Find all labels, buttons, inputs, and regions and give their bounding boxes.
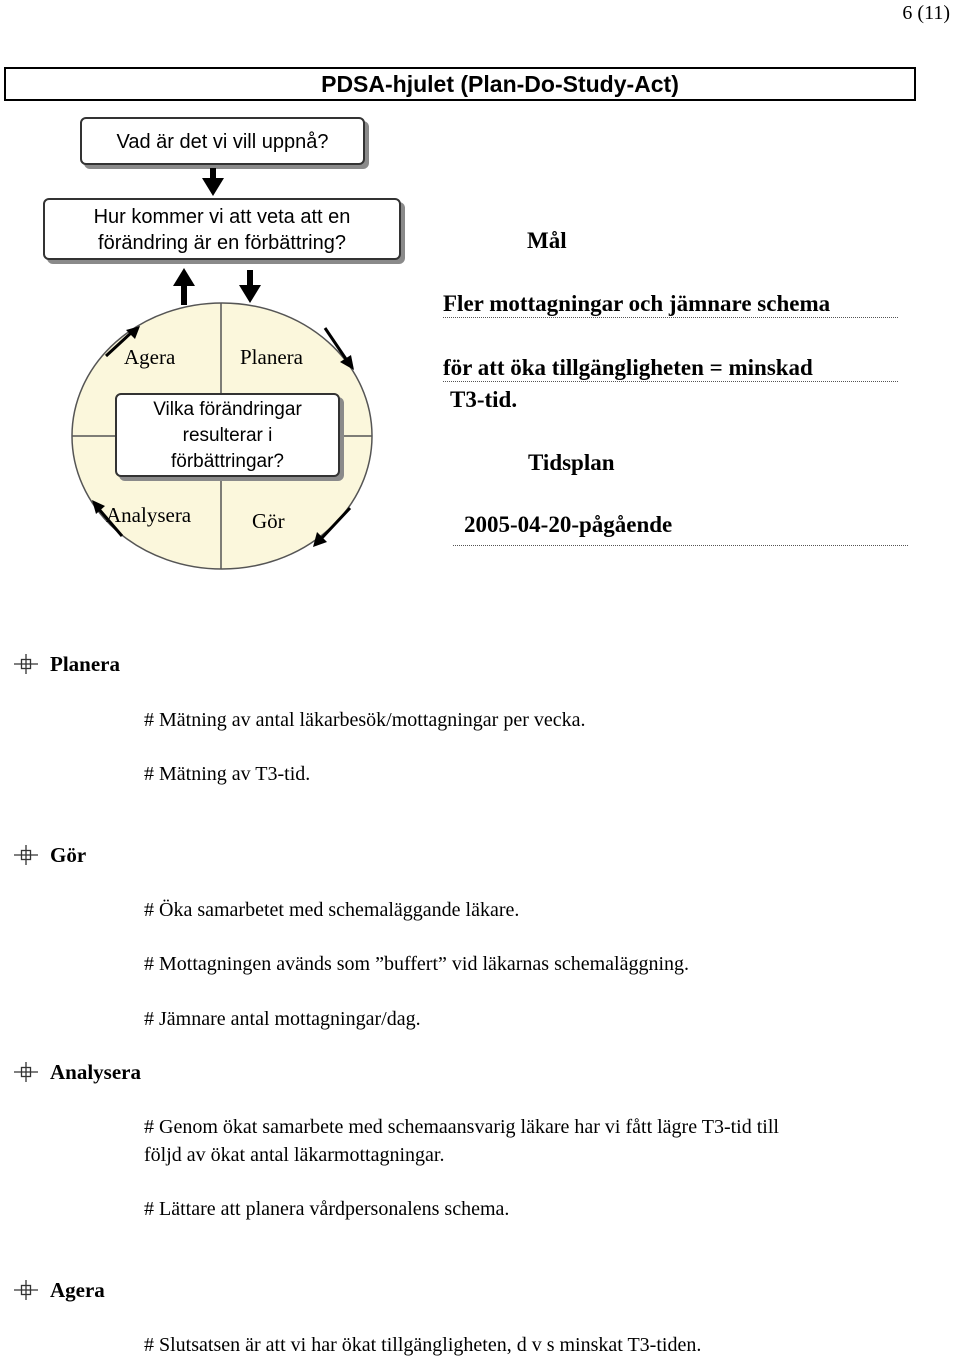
wheel-label-analysera: Analysera bbox=[106, 503, 192, 527]
question-changes-line3: förbättringar? bbox=[170, 451, 284, 472]
question-box-measure: Hur kommer vi att veta att en förändring… bbox=[43, 198, 401, 260]
section-heading-planera: Planera bbox=[50, 652, 120, 676]
page-title: PDSA-hjulet (Plan-Do-Study-Act) bbox=[321, 71, 679, 97]
compass-bullet-icon bbox=[14, 1062, 38, 1082]
goal-line-1: Fler mottagningar och jämnare schema bbox=[443, 291, 898, 318]
arrow-up-shaft bbox=[181, 285, 187, 305]
section-heading-agera: Agera bbox=[50, 1278, 105, 1302]
question-changes-line1: Vilka förändringar bbox=[153, 399, 302, 420]
arrow-up-icon bbox=[173, 268, 195, 286]
wheel-label-gor: Gör bbox=[252, 509, 285, 533]
cycle-arrow-icon bbox=[323, 327, 354, 370]
compass-bullet-icon bbox=[14, 1280, 38, 1300]
section-heading-gor: Gör bbox=[50, 843, 87, 867]
section-heading-analysera: Analysera bbox=[50, 1060, 141, 1084]
title-box: PDSA-hjulet (Plan-Do-Study-Act) bbox=[4, 67, 916, 101]
arrow-down-shaft-2 bbox=[247, 270, 253, 286]
arrow-down-icon bbox=[202, 178, 224, 196]
arrow-down-shaft-1 bbox=[210, 168, 216, 180]
cycle-arrow-icon bbox=[313, 506, 352, 547]
page-number: 6 (11) bbox=[902, 2, 950, 24]
planera-item-2: # Mätning av T3-tid. bbox=[144, 763, 311, 785]
goal-line-2: för att öka tillgängligheten = minskad bbox=[443, 355, 898, 382]
gor-item-1: # Öka samarbetet med schemaläggande läka… bbox=[144, 899, 520, 921]
question-goal-text: Vad är det vi vill uppnå? bbox=[116, 131, 329, 153]
schedule-dotted-line bbox=[453, 545, 908, 546]
question-measure-line1: Hur kommer vi att veta att en bbox=[93, 206, 351, 228]
gor-item-2: # Mottagningen avänds som ”buffert” vid … bbox=[144, 953, 690, 975]
question-changes-line2: resulterar i bbox=[182, 425, 273, 446]
cycle-arrow-icon bbox=[104, 326, 140, 358]
arrow-down-icon bbox=[239, 285, 261, 303]
analysera-item-1-line-2: följd av ökat antal läkarmottagningar. bbox=[144, 1144, 445, 1166]
schedule-value: 2005-04-20-pågående bbox=[464, 512, 673, 537]
wheel-label-agera: Agera bbox=[124, 345, 176, 369]
gor-item-3: # Jämnare antal mottagningar/dag. bbox=[144, 1008, 421, 1030]
compass-bullet-icon bbox=[14, 845, 38, 865]
planera-item-1: # Mätning av antal läkarbesök/mottagning… bbox=[144, 709, 586, 731]
wheel-label-planera: Planera bbox=[240, 345, 303, 369]
agera-item: # Slutsatsen är att vi har ökat tillgäng… bbox=[144, 1334, 702, 1356]
question-box-changes: Vilka förändringar resulterar i förbättr… bbox=[115, 393, 340, 477]
compass-bullet-icon bbox=[14, 654, 38, 674]
goal-line-3: T3-tid. bbox=[450, 387, 518, 412]
analysera-item-1-line-1: # Genom ökat samarbete med schemaansvari… bbox=[144, 1116, 779, 1138]
question-box-goal: Vad är det vi vill uppnå? bbox=[80, 117, 365, 165]
goal-heading: Mål bbox=[527, 228, 567, 253]
schedule-heading: Tidsplan bbox=[528, 450, 615, 475]
cycle-arrow-icon bbox=[92, 500, 124, 537]
analysera-item-2: # Lättare att planera vårdpersonalens sc… bbox=[144, 1198, 510, 1220]
question-measure-line2: förändring är en förbättring? bbox=[98, 232, 346, 254]
